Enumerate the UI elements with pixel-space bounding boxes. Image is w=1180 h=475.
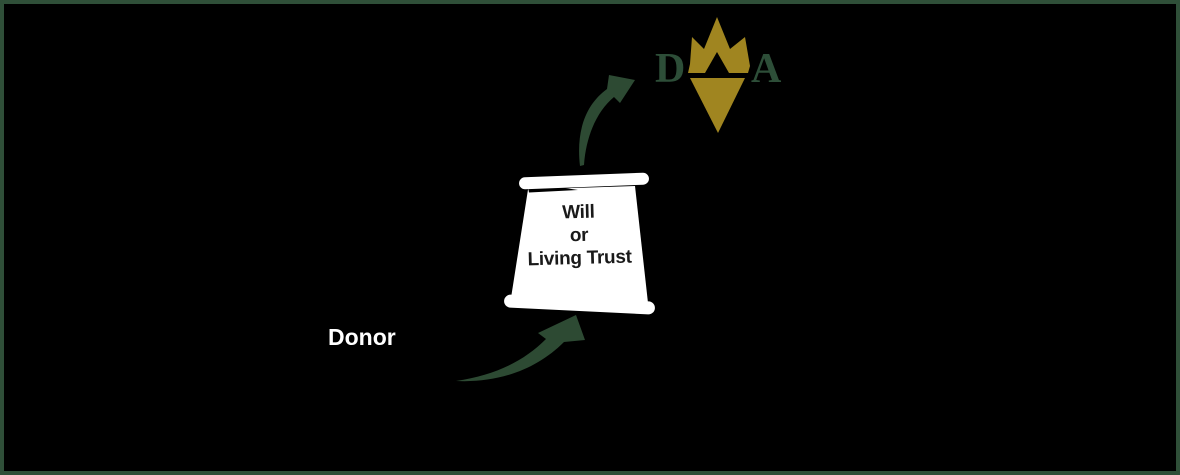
diagram-graphics — [456, 17, 750, 382]
scroll-document-icon — [504, 172, 655, 315]
scroll-label-line3: Living Trust — [527, 246, 632, 271]
scroll-label: Will or Living Trust — [498, 199, 660, 272]
wheat-flame-crown — [688, 17, 750, 73]
curved-arrow-donor-to-scroll-icon — [456, 315, 585, 382]
scroll-body — [511, 186, 648, 303]
logo-letter-d: D — [655, 46, 686, 92]
logo-letter-a: A — [751, 46, 782, 92]
scroll-bottom-rod — [504, 294, 655, 315]
donor-label: Donor — [328, 324, 396, 350]
scroll-top-rod — [519, 172, 649, 190]
wheat-flame-icon — [688, 17, 750, 133]
curved-arrow-scroll-to-logo-icon — [579, 75, 635, 166]
wheat-flame-kernel — [690, 78, 745, 133]
